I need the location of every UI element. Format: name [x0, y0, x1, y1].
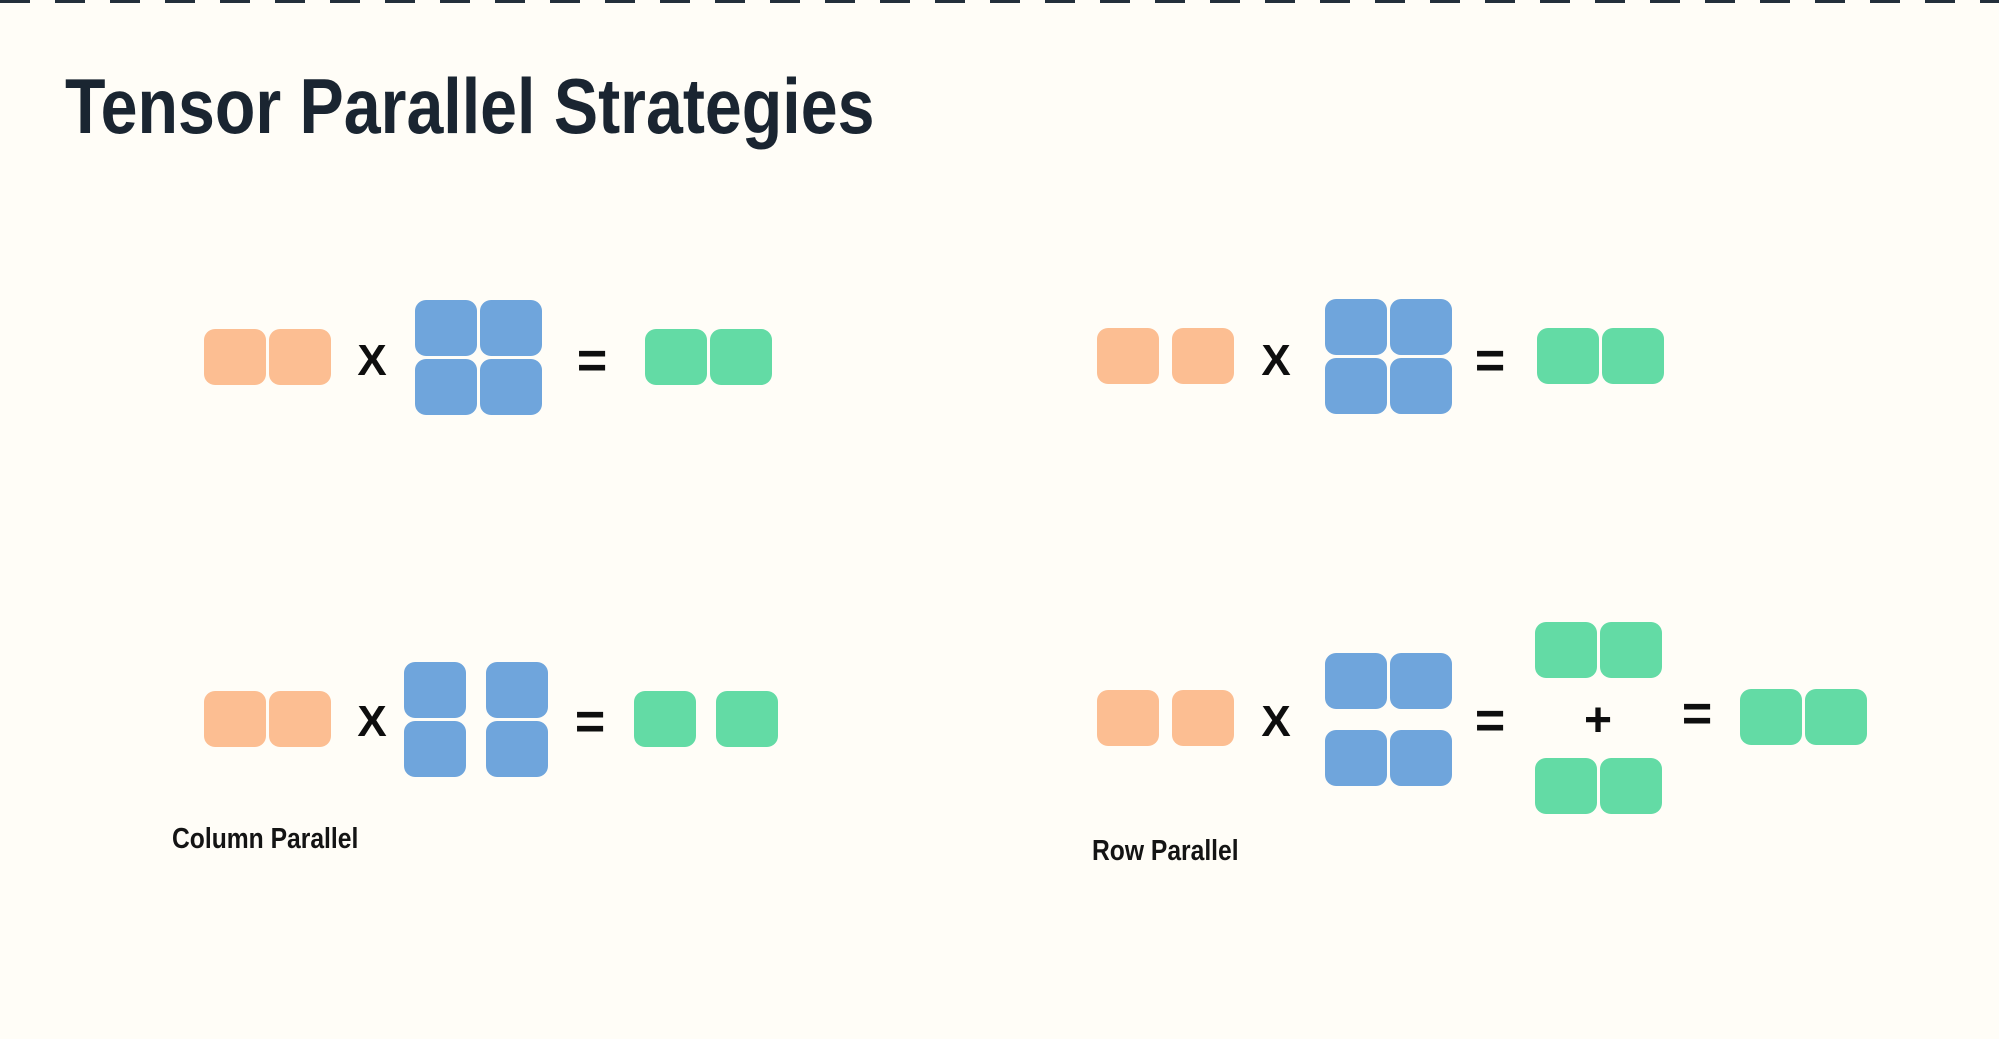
- weight-block: [404, 662, 466, 718]
- plus-operator: +: [1583, 694, 1613, 747]
- multiply-operator: X: [1261, 336, 1291, 385]
- input-block: [204, 691, 266, 747]
- output-block: [1537, 328, 1599, 384]
- multiply-operator: X: [1261, 697, 1291, 746]
- equals-operator: =: [1681, 685, 1713, 743]
- input-block: [1097, 690, 1159, 746]
- output-block: [1600, 758, 1662, 814]
- top-dashed-border: [0, 0, 1999, 3]
- output-block: [710, 329, 772, 385]
- weight-block: [1325, 730, 1387, 786]
- output-block: [1602, 328, 1664, 384]
- weight-block: [1325, 299, 1387, 355]
- output-block: [1740, 689, 1802, 745]
- output-block: [645, 329, 707, 385]
- input-block: [1172, 690, 1234, 746]
- input-block: [269, 329, 331, 385]
- weight-block: [1390, 730, 1452, 786]
- weight-block: [1325, 653, 1387, 709]
- row-parallel-label: Row Parallel: [1092, 835, 1239, 867]
- weight-block: [1390, 358, 1452, 414]
- equals-operator: =: [574, 693, 606, 751]
- input-block: [1172, 328, 1234, 384]
- multiply-operator: X: [357, 697, 387, 746]
- weight-block: [480, 359, 542, 415]
- output-block: [1600, 622, 1662, 678]
- weight-block: [486, 662, 548, 718]
- weight-block: [486, 721, 548, 777]
- equals-operator: =: [1474, 332, 1506, 390]
- output-block: [1535, 758, 1597, 814]
- equals-operator: =: [1474, 692, 1506, 750]
- page-title: Tensor Parallel Strategies: [65, 62, 875, 150]
- input-block: [1097, 328, 1159, 384]
- weight-block: [415, 359, 477, 415]
- input-block: [269, 691, 331, 747]
- output-block: [634, 691, 696, 747]
- multiply-operator: X: [357, 336, 387, 385]
- input-block: [204, 329, 266, 385]
- output-block: [1805, 689, 1867, 745]
- weight-block: [404, 721, 466, 777]
- weight-block: [1325, 358, 1387, 414]
- column-parallel-label: Column Parallel: [172, 823, 359, 855]
- equals-operator: =: [576, 332, 608, 390]
- weight-block: [1390, 299, 1452, 355]
- output-block: [1535, 622, 1597, 678]
- output-block: [716, 691, 778, 747]
- weight-block: [415, 300, 477, 356]
- weight-block: [480, 300, 542, 356]
- weight-block: [1390, 653, 1452, 709]
